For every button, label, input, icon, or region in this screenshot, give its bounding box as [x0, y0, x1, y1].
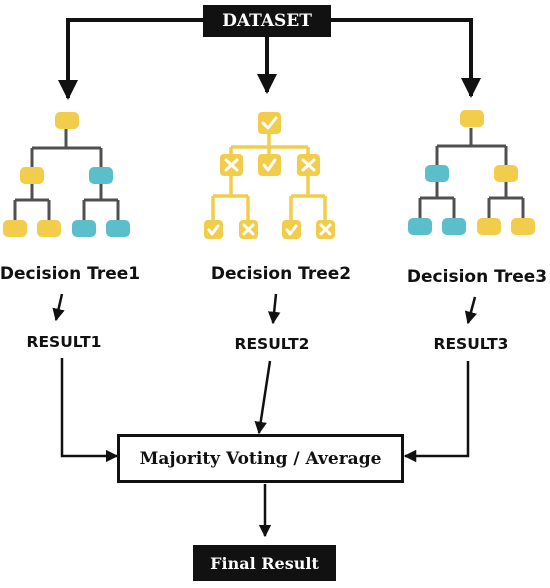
cross-icon — [301, 158, 316, 172]
check-icon — [261, 116, 278, 130]
dataset-label: DATASET — [222, 11, 312, 31]
tree3-leaf — [511, 218, 535, 235]
tree1-node — [20, 167, 44, 184]
result2-label: RESULT2 — [234, 335, 310, 353]
tree2-leaf — [204, 220, 223, 239]
tree2-node — [258, 154, 281, 176]
check-icon — [285, 224, 298, 236]
result1-label: RESULT1 — [26, 333, 102, 351]
arrow-to-tree1 — [58, 18, 205, 100]
result3-label: RESULT3 — [433, 335, 509, 353]
arrow-result3-to-aggregator — [403, 361, 470, 463]
arrow-result1-to-aggregator — [60, 358, 119, 463]
tree3-leaf — [442, 218, 466, 235]
arrow-tree3-to-result3 — [464, 296, 477, 325]
final-result-box: Final Result — [193, 545, 336, 581]
cross-icon — [319, 223, 332, 236]
tree1-icon — [3, 112, 130, 237]
arrow-to-tree3 — [330, 18, 481, 98]
cross-icon — [242, 223, 255, 236]
cross-icon — [224, 158, 239, 172]
aggregator-box: Majority Voting / Average — [117, 434, 404, 483]
tree1-label: Decision Tree1 — [0, 264, 141, 284]
tree2-icon — [204, 112, 335, 239]
tree1-leaf — [37, 220, 61, 237]
final-result-label: Final Result — [210, 553, 319, 573]
tree3-icon — [408, 110, 535, 235]
tree1-leaf — [3, 220, 27, 237]
tree3-node — [425, 165, 449, 182]
aggregator-label: Majority Voting / Average — [139, 448, 382, 469]
tree3-root-node — [460, 110, 484, 127]
tree1-leaf — [106, 220, 130, 237]
tree1-root-node — [55, 112, 79, 129]
tree2-root-node — [258, 112, 281, 134]
dataset-box: DATASET — [203, 5, 331, 37]
tree3-node — [494, 165, 518, 182]
check-icon — [262, 158, 277, 172]
tree2-label: Decision Tree2 — [210, 264, 352, 284]
arrow-tree2-to-result2 — [267, 293, 281, 325]
tree3-label: Decision Tree3 — [406, 267, 548, 287]
arrow-tree1-to-result1 — [52, 293, 65, 322]
arrow-result2-to-aggregator — [254, 360, 272, 435]
tree3-leaf — [477, 218, 501, 235]
tree1-node — [89, 167, 113, 184]
dataset-arrows — [58, 18, 481, 100]
check-icon — [207, 224, 220, 236]
tree1-leaf — [72, 220, 96, 237]
tree3-leaf — [408, 218, 432, 235]
